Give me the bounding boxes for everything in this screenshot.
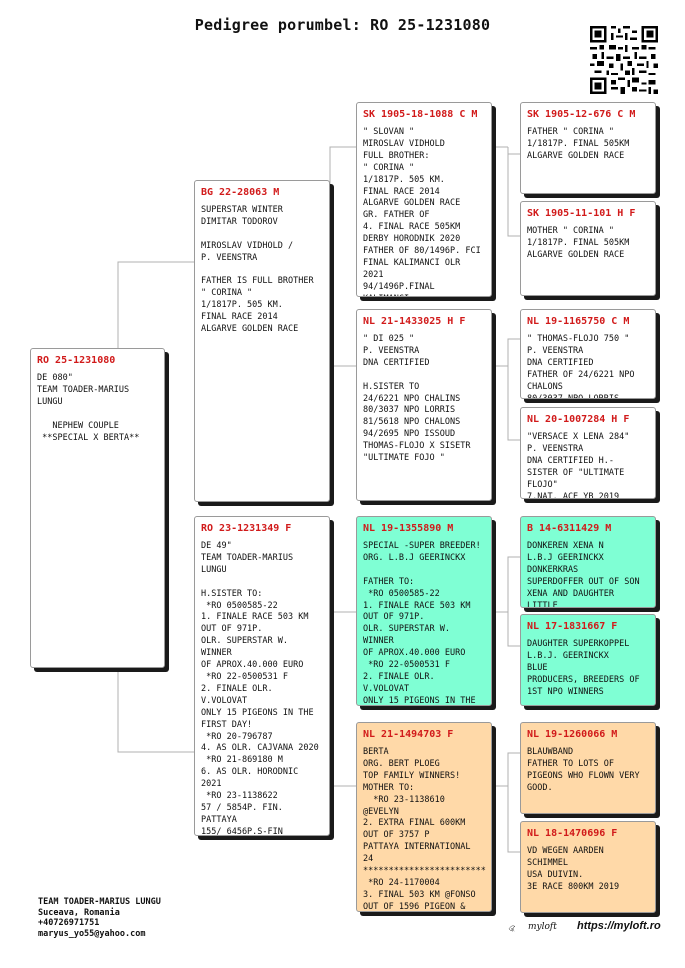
pedigree-card-sire-dam[interactable]: NL 21-1433025 H F " DI 025 " P. VEENSTRA… <box>356 309 492 501</box>
brand-logo-text: myloft <box>528 922 557 932</box>
pedigree-card-sss[interactable]: SK 1905-12-676 C M FATHER " CORINA " 1/1… <box>520 102 656 194</box>
owner-email: maryus_yo55@yahoo.com <box>38 928 146 939</box>
pedigree-card-dds[interactable]: NL 19-1260066 M BLAUWBAND FATHER TO LOTS… <box>520 722 656 814</box>
card-description: DONKEREN XENA N L.B.J GEERINCKX DONKERKR… <box>527 541 640 608</box>
pedigree-card-dss[interactable]: B 14-6311429 M DONKEREN XENA N L.B.J GEE… <box>520 516 656 608</box>
ring-number: NL 18-1470696 F <box>527 828 618 839</box>
card-description: SPECIAL -SUPER BREEDER! ORG. L.B.J GEERI… <box>363 541 481 706</box>
pigeon-logo-icon <box>508 925 516 932</box>
ring-number: RO 25-1231080 <box>37 355 116 366</box>
ring-number: NL 20-1007284 H F <box>527 414 630 425</box>
owner-contact: TEAM TOADER-MARIUS LUNGU Suceava, Romani… <box>38 897 161 939</box>
ring-number: NL 19-1355890 M <box>363 523 454 534</box>
ring-number: SK 1905-11-101 H F <box>527 208 636 219</box>
ring-number: RO 23-1231349 F <box>201 523 292 534</box>
owner-phone: +40726971751 <box>38 918 100 929</box>
card-description: DE 080" TEAM TOADER-MARIUS LUNGU NEPHEW … <box>37 373 140 443</box>
pedigree-card-dam[interactable]: RO 23-1231349 F DE 49" TEAM TOADER-MARIU… <box>194 516 330 836</box>
ring-number: BG 22-28063 M <box>201 187 280 198</box>
pedigree-card-sire[interactable]: BG 22-28063 M SUPERSTAR WINTER DIMITAR T… <box>194 180 330 502</box>
card-description: " DI 025 " P. VEENSTRA DNA CERTIFIED H.S… <box>363 334 471 464</box>
pedigree-card-ddd[interactable]: NL 18-1470696 F VD WEGEN AARDEN SCHIMMEL… <box>520 821 656 913</box>
pedigree-card-sire-sire[interactable]: SK 1905-18-1088 C M " SLOVAN " MIROSLAV … <box>356 102 492 297</box>
card-description: BERTA ORG. BERT PLOEG TOP FAMILY WINNERS… <box>363 747 486 912</box>
ring-number: SK 1905-12-676 C M <box>527 109 636 120</box>
pedigree-card-dsd[interactable]: NL 17-1831667 F DAUGHTER SUPERKOPPEL L.B… <box>520 614 656 706</box>
website-link[interactable]: https://myloft.ro <box>577 920 661 932</box>
pedigree-card-dam-sire[interactable]: NL 19-1355890 M SPECIAL -SUPER BREEDER! … <box>356 516 492 706</box>
pedigree-card-subject[interactable]: RO 25-1231080 DE 080" TEAM TOADER-MARIUS… <box>30 348 165 668</box>
card-description: MOTHER " CORINA " 1/1817P. FINAL 505KM A… <box>527 226 630 260</box>
ring-number: NL 17-1831667 F <box>527 621 618 632</box>
card-description: DE 49" TEAM TOADER-MARIUS LUNGU H.SISTER… <box>201 541 319 836</box>
pedigree-card-ssd[interactable]: SK 1905-11-101 H F MOTHER " CORINA " 1/1… <box>520 201 656 296</box>
card-description: "VERSACE X LENA 284" P. VEENSTRA DNA CER… <box>527 432 630 499</box>
ring-number: B 14-6311429 M <box>527 523 612 534</box>
pedigree-card-sdd[interactable]: NL 20-1007284 H F "VERSACE X LENA 284" P… <box>520 407 656 499</box>
card-description: DAUGHTER SUPERKOPPEL L.B.J. GEERINCKX BL… <box>527 639 640 697</box>
ring-number: NL 21-1494703 F <box>363 729 454 740</box>
ring-number: NL 19-1260066 M <box>527 729 618 740</box>
pedigree-card-sds[interactable]: NL 19-1165750 C M " THOMAS-FLOJO 750 " P… <box>520 309 656 399</box>
card-description: " SLOVAN " MIROSLAV VIDHOLD FULL BROTHER… <box>363 127 481 296</box>
card-description: VD WEGEN AARDEN SCHIMMEL USA DUIVIN. 3E … <box>527 846 620 892</box>
card-description: BLAUWBAND FATHER TO LOTS OF PIGEONS WHO … <box>527 747 640 793</box>
qr-code-icon <box>590 26 658 94</box>
pedigree-card-dam-dam[interactable]: NL 21-1494703 F BERTA ORG. BERT PLOEG TO… <box>356 722 492 912</box>
page-title: Pedigree porumbel: RO 25-1231080 <box>194 16 491 34</box>
ring-number: NL 21-1433025 H F <box>363 316 466 327</box>
ring-number: NL 19-1165750 C M <box>527 316 630 327</box>
card-description: " THOMAS-FLOJO 750 " P. VEENSTRA DNA CER… <box>527 334 635 399</box>
owner-name: TEAM TOADER-MARIUS LUNGU <box>38 897 161 907</box>
owner-location: Suceava, Romania <box>38 907 120 918</box>
card-description: SUPERSTAR WINTER DIMITAR TODOROV MIROSLA… <box>201 205 314 335</box>
ring-number: SK 1905-18-1088 C M <box>363 109 478 120</box>
card-description: FATHER " CORINA " 1/1817P. FINAL 505KM A… <box>527 127 630 161</box>
